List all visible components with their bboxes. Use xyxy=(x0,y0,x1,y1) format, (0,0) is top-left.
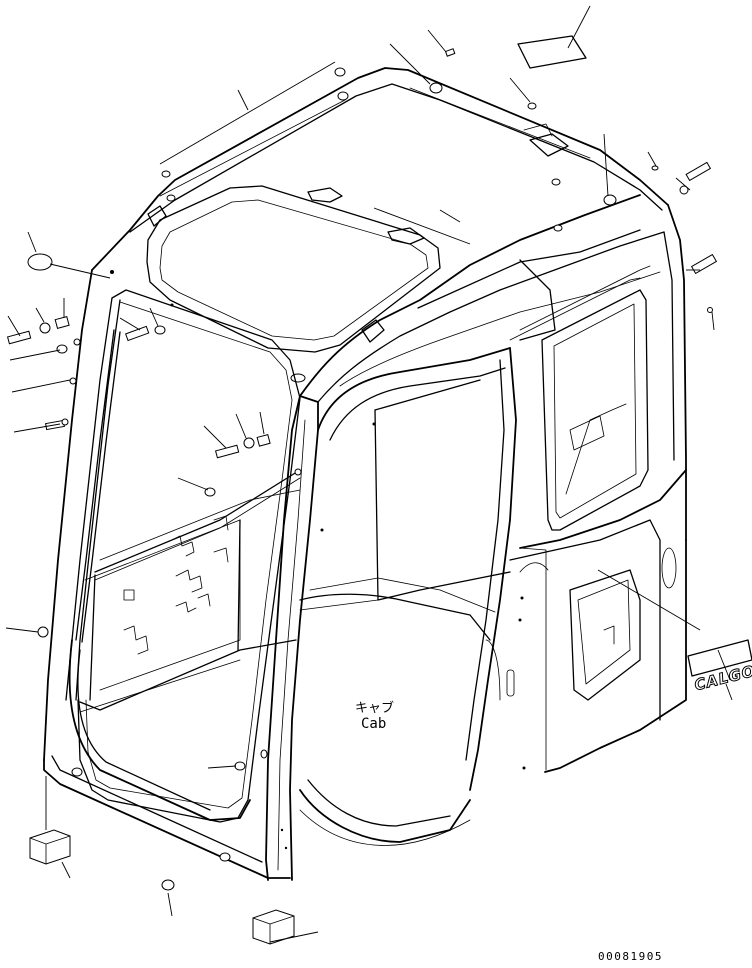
cab-label-japanese: キャブ xyxy=(355,701,395,716)
door-opening xyxy=(299,347,517,846)
roof-cap-6 xyxy=(429,82,443,94)
roof-cap-1 xyxy=(334,67,349,101)
rubber-block-left xyxy=(29,829,71,865)
rubber-block-right xyxy=(252,909,295,945)
roof-window xyxy=(146,185,441,383)
front-window-frame xyxy=(43,269,301,879)
cab-interior xyxy=(79,379,511,713)
leader-lines xyxy=(5,5,733,943)
drawing-number: 00081905 xyxy=(598,950,663,963)
roof-cap-4 xyxy=(551,178,563,232)
cab-label-english: Cab xyxy=(361,716,387,732)
roof-plug xyxy=(444,48,456,57)
right-side-panel xyxy=(417,204,687,773)
roof-cap-2 xyxy=(161,170,176,202)
bolt-left-1 xyxy=(6,330,32,345)
roof-plug-small xyxy=(651,165,659,171)
cab-roof xyxy=(91,67,669,403)
brand-decal xyxy=(687,639,752,677)
center-pillar xyxy=(265,395,319,881)
roof-cap-5 xyxy=(603,194,617,206)
roof-cap-3 xyxy=(527,102,537,110)
fasteners xyxy=(6,35,718,945)
